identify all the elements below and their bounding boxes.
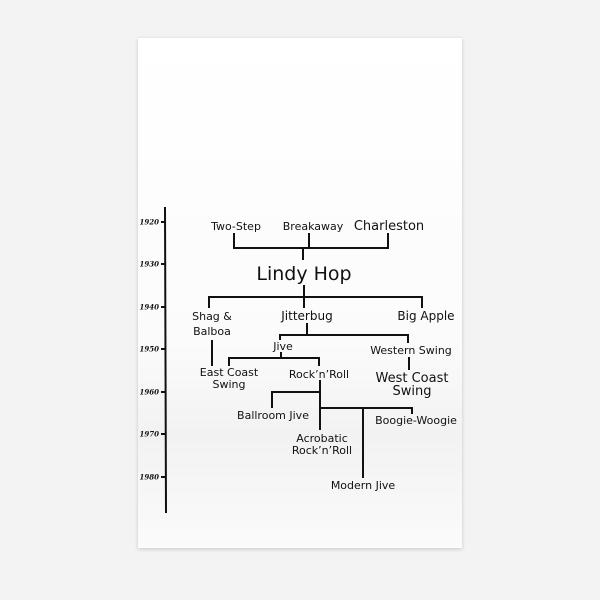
node-breakaway: Breakaway bbox=[283, 220, 344, 233]
node-acrobatic-line1: Acrobatic bbox=[296, 432, 348, 445]
node-rock-n-roll: Rock’n’Roll bbox=[289, 368, 349, 381]
node-boogie-woogie: Boogie-Woogie bbox=[375, 414, 457, 427]
year-label: 1950 bbox=[140, 345, 160, 354]
node-shag-balboa-line2: Balboa bbox=[193, 325, 231, 338]
node-western-swing: Western Swing bbox=[370, 344, 452, 357]
node-big-apple: Big Apple bbox=[397, 309, 454, 323]
node-two-step: Two-Step bbox=[210, 220, 261, 233]
year-label: 1940 bbox=[140, 303, 160, 312]
node-shag-balboa-line1: Shag & bbox=[192, 310, 232, 323]
dance-nodes: Two-Step Breakaway Charleston Lindy Hop … bbox=[192, 219, 457, 492]
node-west-coast-swing-line2: Swing bbox=[393, 384, 432, 399]
node-modern-jive: Modern Jive bbox=[331, 479, 396, 492]
year-label: 1930 bbox=[140, 260, 160, 269]
node-jive: Jive bbox=[272, 340, 293, 353]
node-east-coast-swing-line1: East Coast bbox=[200, 366, 259, 379]
node-charleston: Charleston bbox=[354, 219, 424, 234]
node-acrobatic-line2: Rock’n’Roll bbox=[292, 444, 352, 457]
node-west-coast-swing-line1: West Coast bbox=[376, 371, 449, 386]
timeline: 1920 1930 1940 1950 1960 1970 1980 bbox=[140, 206, 167, 514]
poster bbox=[138, 38, 462, 548]
node-east-coast-swing-line2: Swing bbox=[213, 378, 246, 391]
node-jitterbug: Jitterbug bbox=[280, 309, 332, 323]
year-label: 1980 bbox=[140, 473, 160, 482]
node-ballroom-jive: Ballroom Jive bbox=[237, 409, 309, 422]
timeline-axis bbox=[164, 206, 167, 514]
year-label: 1920 bbox=[140, 218, 160, 227]
year-label: 1960 bbox=[140, 388, 160, 397]
year-ticks: 1920 1930 1940 1950 1960 1970 1980 bbox=[140, 218, 166, 482]
year-label: 1970 bbox=[140, 430, 160, 439]
connectors bbox=[208, 233, 423, 478]
node-lindy-hop: Lindy Hop bbox=[256, 263, 351, 285]
